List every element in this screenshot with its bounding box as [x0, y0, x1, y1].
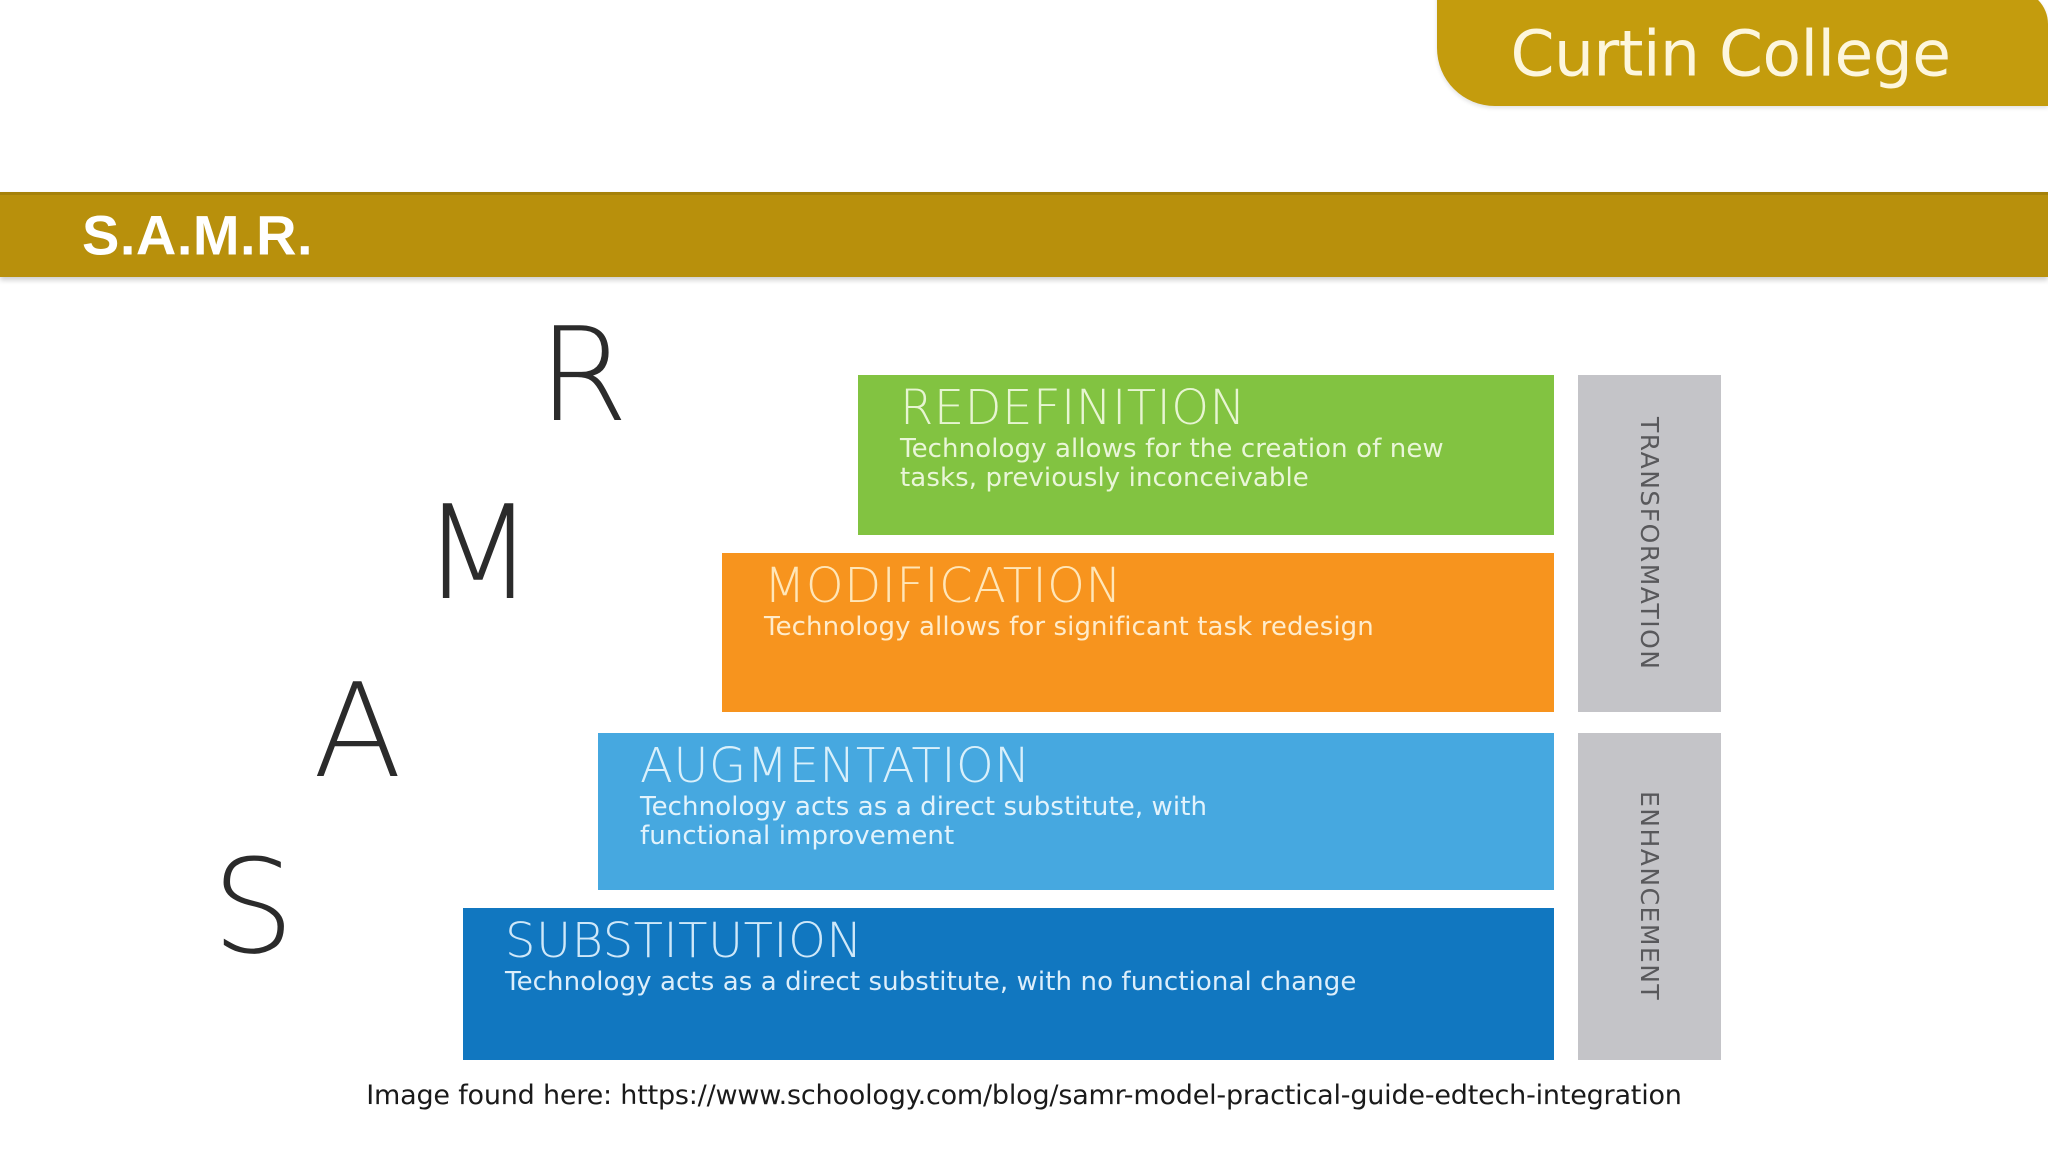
- curtin-college-logo: Curtin College: [1437, 0, 2048, 106]
- samr-bar-description-substitution: Technology acts as a direct substitute, …: [505, 966, 1357, 997]
- samr-category-enhancement: ENHANCEMENT: [1578, 733, 1721, 1060]
- samr-bar-title-redefinition: REDEFINITION: [900, 380, 1246, 436]
- samr-letter-r: R: [538, 299, 629, 451]
- page-title: S.A.M.R.: [82, 203, 314, 266]
- samr-category-label-transformation: TRANSFORMATION: [1635, 416, 1664, 671]
- samr-bar-description-redefinition: Technology allows for the creation of ne…: [900, 433, 1444, 493]
- brand-name-text: Curtin College: [1510, 17, 1951, 91]
- samr-letter-s: S: [212, 831, 295, 983]
- diagram-caption: Image found here: https://www.schoology.…: [366, 1080, 1682, 1111]
- samr-category-transformation: TRANSFORMATION: [1578, 375, 1721, 712]
- samr-bar-redefinition[interactable]: REDEFINITION Technology allows for the c…: [858, 375, 1554, 535]
- samr-bar-description-augmentation: Technology acts as a direct substitute, …: [640, 791, 1208, 851]
- samr-bar-substitution[interactable]: SUBSTITUTION Technology acts as a direct…: [463, 908, 1554, 1060]
- samr-bar-title-augmentation: AUGMENTATION: [640, 738, 1031, 794]
- title-band: S.A.M.R.: [0, 192, 2048, 277]
- samr-letter-m: M: [422, 477, 535, 629]
- samr-bar-title-modification: MODIFICATION: [764, 558, 1122, 614]
- samr-category-label-enhancement: ENHANCEMENT: [1635, 791, 1664, 1002]
- samr-bar-description-modification: Technology allows for significant task r…: [764, 611, 1374, 642]
- samr-bar-augmentation[interactable]: AUGMENTATION Technology acts as a direct…: [598, 733, 1554, 890]
- samr-letter-a: A: [313, 655, 402, 807]
- samr-bar-title-substitution: SUBSTITUTION: [505, 913, 863, 969]
- samr-diagram: R M A S REDEFINITION Technology allows f…: [0, 300, 2048, 1100]
- samr-bar-modification[interactable]: MODIFICATION Technology allows for signi…: [722, 553, 1554, 712]
